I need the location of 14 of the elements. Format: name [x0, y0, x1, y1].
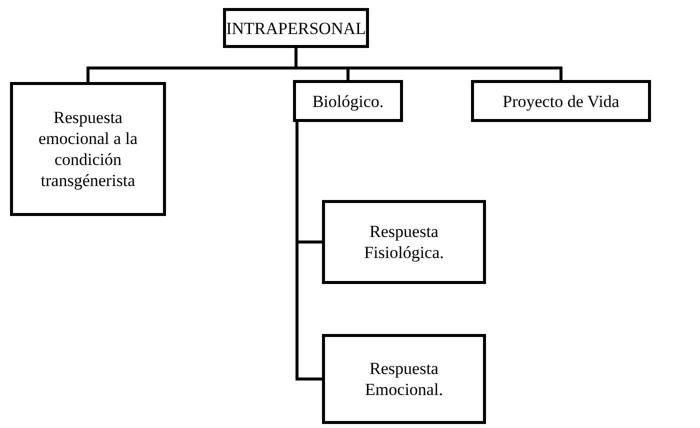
box-label: Biológico.	[312, 90, 384, 112]
box-label: Respuesta emocional a la condición transgénerista	[37, 107, 139, 191]
box-label: Respuesta Emocional.	[364, 358, 444, 400]
box-label: Respuesta Fisiológica.	[363, 221, 445, 263]
text-box	[322, 334, 486, 424]
text-box	[293, 80, 403, 122]
text-box	[322, 200, 486, 284]
connector-line	[294, 48, 562, 80]
connector-line	[296, 122, 322, 380]
box-label: Proyecto de Vida	[502, 90, 620, 112]
text-box	[471, 80, 651, 122]
text-box	[10, 82, 166, 216]
text-box	[223, 8, 369, 48]
box-label: INTRAPERSONAL	[226, 18, 366, 38]
